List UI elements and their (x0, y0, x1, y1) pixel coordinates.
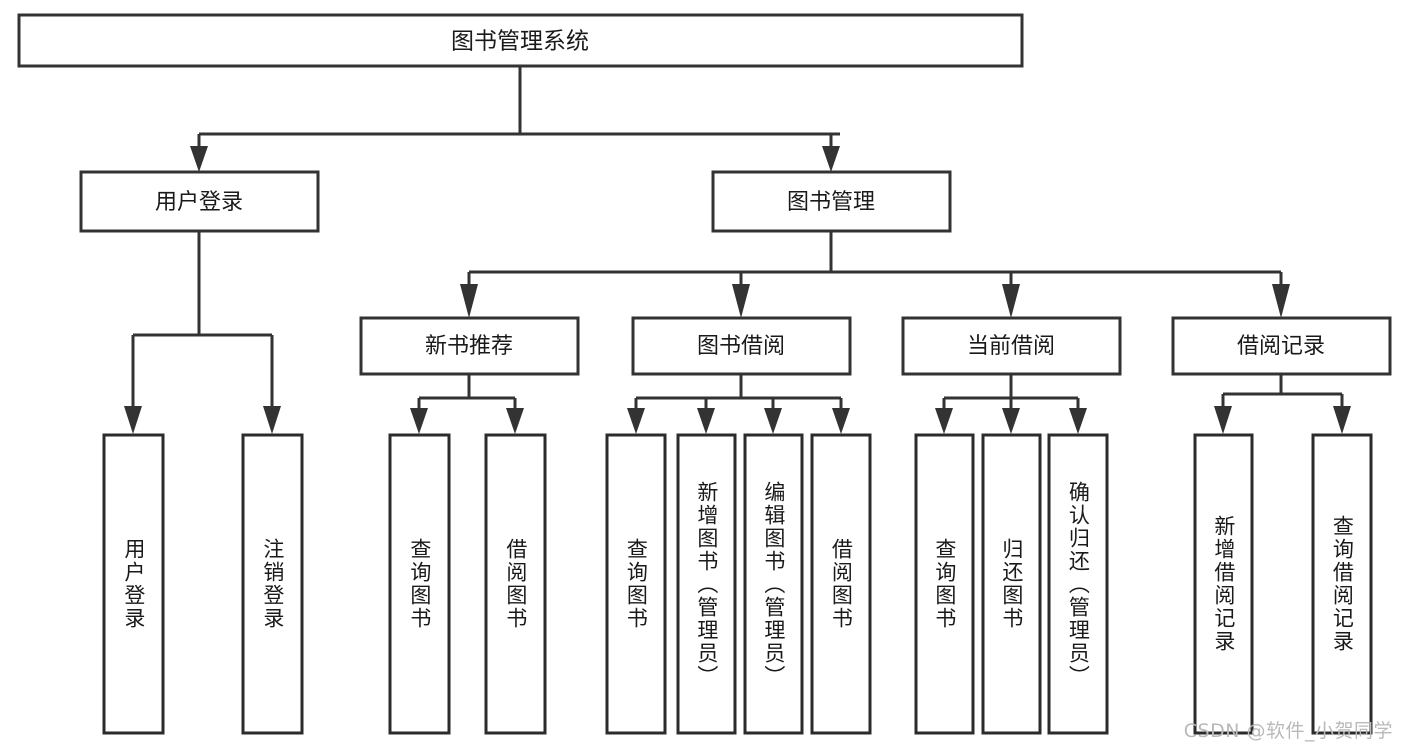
node-book-manage-box[interactable] (711, 170, 952, 233)
node-new-book-rec-label: 新书推荐 (425, 334, 513, 359)
csdn-watermark: CSDN @软件_小贺同学 (1183, 720, 1393, 742)
node-current-borrow[interactable]: 当前借阅 (901, 316, 1122, 376)
node-new-book-rec-box[interactable] (359, 316, 580, 376)
leaf-borrow-book-2-box[interactable] (810, 433, 872, 735)
connector-group-current-borrow (935, 374, 1087, 434)
node-root[interactable]: 图书管理系统 (17, 13, 1024, 68)
arrow-head-leaf-query-book-2 (627, 408, 645, 434)
node-root-box[interactable] (17, 13, 1024, 68)
node-current-borrow-box[interactable] (901, 316, 1122, 376)
arrow-head-current-borrow (1002, 284, 1020, 318)
node-root-label: 图书管理系统 (451, 29, 589, 55)
connector-group-book-borrow (627, 374, 850, 434)
leaf-confirm-return-box[interactable] (1047, 433, 1109, 735)
connector-group-new-book-rec (410, 374, 524, 434)
node-borrow-record-box[interactable] (1171, 316, 1392, 376)
arrow-head-leaf-return-book (1002, 408, 1020, 434)
leaf-edit-book-box[interactable] (743, 433, 804, 735)
node-book-manage-label: 图书管理 (787, 190, 875, 215)
node-borrow-record-label: 借阅记录 (1237, 334, 1325, 359)
leaf-boxes (102, 433, 1373, 735)
leaf-return-book-box[interactable] (981, 433, 1042, 735)
arrow-head-book-borrow (732, 284, 750, 318)
arrow-head-book-manage (822, 146, 840, 172)
node-user-login-label: 用户登录 (155, 190, 243, 215)
leaf-add-book-box[interactable] (676, 433, 737, 735)
node-user-login-box[interactable] (79, 170, 320, 233)
arrow-head-leaf-query-book-3 (935, 408, 953, 434)
node-user-login[interactable]: 用户登录 (79, 170, 320, 233)
node-book-borrow-label: 图书借阅 (697, 334, 785, 359)
connector-group-root (190, 67, 840, 172)
arrow-head-leaf-add-book (697, 408, 715, 434)
arrow-head-new-book-rec (460, 284, 478, 318)
arrow-head-borrow-record (1272, 284, 1290, 318)
node-borrow-record[interactable]: 借阅记录 (1171, 316, 1392, 376)
leaf-query-book-2-box[interactable] (605, 433, 667, 735)
leaf-query-record-box[interactable] (1311, 433, 1373, 735)
node-book-manage[interactable]: 图书管理 (711, 170, 952, 233)
leaf-query-book-3-box[interactable] (914, 433, 975, 735)
leaf-borrow-book-1-box[interactable] (484, 433, 547, 735)
node-book-borrow[interactable]: 图书借阅 (631, 316, 852, 376)
leaf-logout-login-box[interactable] (241, 433, 304, 735)
node-book-borrow-box[interactable] (631, 316, 852, 376)
connector-group-user-login (124, 231, 281, 434)
connector-group-book-manage (460, 231, 1290, 318)
arrow-head-leaf-query-record (1333, 406, 1351, 434)
arrow-head-leaf-borrow-book-2 (832, 408, 850, 434)
arrow-head-leaf-logout-login (263, 406, 281, 434)
leaf-user-login-box[interactable] (102, 433, 165, 735)
leaf-query-book-1-box[interactable] (388, 433, 451, 735)
arrow-head-leaf-confirm-return (1069, 408, 1087, 434)
leaf-add-record-box[interactable] (1193, 433, 1254, 735)
arrow-head-leaf-add-record (1214, 406, 1232, 434)
arrow-head-leaf-user-login (124, 406, 142, 434)
arrow-head-leaf-query-book-1 (410, 408, 428, 434)
connector-group-borrow-record (1214, 374, 1351, 434)
node-current-borrow-label: 当前借阅 (967, 334, 1055, 359)
arrow-head-leaf-borrow-book-1 (506, 408, 524, 434)
node-new-book-rec[interactable]: 新书推荐 (359, 316, 580, 376)
arrow-head-leaf-edit-book (764, 408, 782, 434)
arrow-head-user-login (190, 146, 208, 172)
